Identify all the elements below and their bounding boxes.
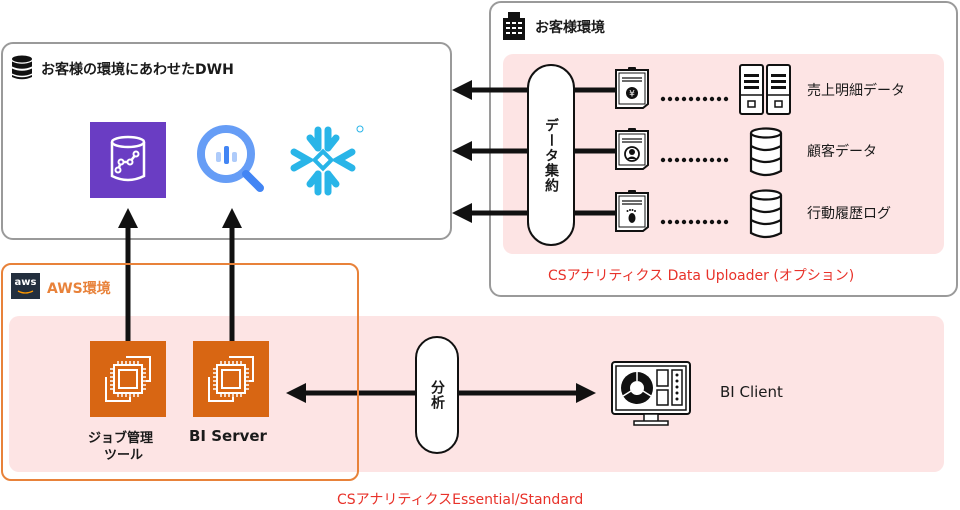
source-label: 行動履歴ログ — [807, 206, 891, 222]
bi-server-ec2-icon — [193, 341, 269, 421]
data-uploader-area — [503, 54, 944, 254]
source-label: 売上明細データ — [807, 83, 905, 99]
analysis-label: 分析 — [429, 380, 445, 410]
server-label-line1: BI Server — [189, 427, 267, 445]
person-document-icon — [613, 127, 653, 175]
database-icon — [749, 189, 783, 245]
bi-client-label: BI Client — [720, 383, 783, 401]
data-aggregation-label: データ集約 — [543, 117, 559, 193]
customer-environment-title: お客様環境 — [535, 20, 605, 36]
bigquery-icon — [197, 125, 264, 192]
dwh-title: お客様の環境にあわせたDWH — [41, 62, 234, 78]
aws-environment-title: AWS環境 — [47, 281, 111, 297]
redshift-icon — [90, 122, 166, 198]
analysis-pill: 分析 — [415, 336, 459, 454]
yen-document-icon: ¥ — [613, 66, 653, 114]
dotted-leader — [660, 210, 732, 229]
database-icon — [749, 127, 783, 183]
aws-logo-icon: aws — [11, 273, 40, 299]
footprint-document-icon — [613, 189, 653, 237]
server-label-line2: ツール — [104, 448, 144, 463]
data-aggregation-pill: データ集約 — [527, 64, 575, 246]
building-icon — [503, 12, 525, 40]
essential-standard-caption: CSアナリティクスEssential/Standard — [337, 492, 584, 508]
monitor-dashboard-icon — [611, 361, 691, 426]
aws-smile-icon — [17, 290, 34, 294]
snowflake-icon — [290, 125, 364, 196]
svg-text:¥: ¥ — [629, 90, 635, 100]
job-management-tool-ec2-icon — [90, 341, 166, 421]
dotted-leader — [660, 148, 732, 167]
data-uploader-caption: CSアナリティクス Data Uploader (オプション) — [548, 268, 855, 284]
database-icon — [12, 55, 32, 80]
source-label: 顧客データ — [807, 144, 877, 160]
server-icon — [739, 64, 791, 120]
server-label-line1: ジョブ管理 — [88, 431, 154, 446]
aws-logo-text: aws — [14, 277, 37, 288]
dotted-leader — [660, 87, 732, 106]
